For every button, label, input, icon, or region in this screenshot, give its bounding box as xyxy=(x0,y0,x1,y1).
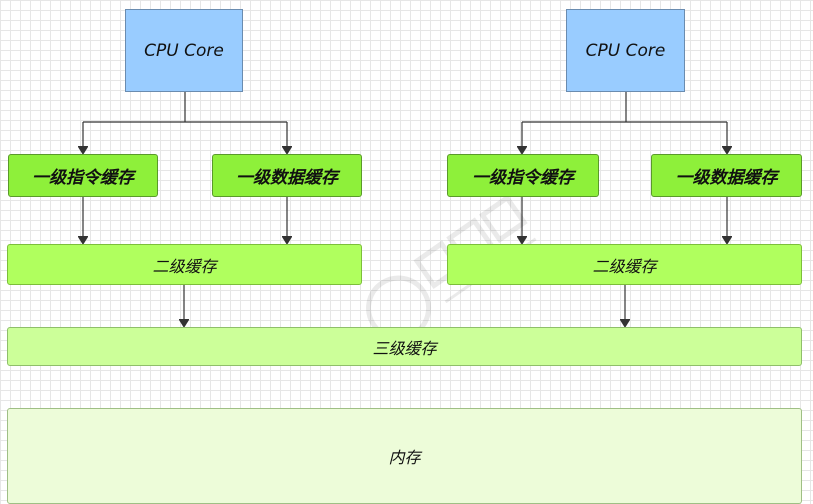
right-l1-data-cache-node: 一级数据缓存 xyxy=(651,154,802,197)
l3-cache-label: 三级缓存 xyxy=(372,338,437,358)
left-l1-instruction-cache-label: 一级指令缓存 xyxy=(32,168,134,188)
right-l1-data-cache-label: 一级数据缓存 xyxy=(675,168,778,188)
right-cpu-core-node: CPU Core xyxy=(566,9,685,92)
right-cpu-core-label: CPU Core xyxy=(585,40,666,61)
right-l2-cache-label: 二级缓存 xyxy=(592,256,657,276)
left-l1-data-cache-label: 一级数据缓存 xyxy=(236,168,338,188)
l3-cache-node: 三级缓存 xyxy=(7,327,802,366)
left-cpu-core-node: CPU Core xyxy=(125,9,243,92)
left-cpu-core-label: CPU Core xyxy=(144,40,224,61)
right-l1-instruction-cache-label: 一级指令缓存 xyxy=(472,168,574,188)
main-memory-label: 内存 xyxy=(388,448,421,467)
left-l1-instruction-cache-node: 一级指令缓存 xyxy=(8,154,158,197)
left-l1-data-cache-node: 一级数据缓存 xyxy=(212,154,362,197)
left-l2-cache-node: 二级缓存 xyxy=(7,244,362,285)
main-memory-node: 内存 xyxy=(7,408,802,504)
left-l2-cache-label: 二级缓存 xyxy=(152,256,217,276)
right-l2-cache-node: 二级缓存 xyxy=(447,244,802,285)
right-l1-instruction-cache-node: 一级指令缓存 xyxy=(447,154,599,197)
